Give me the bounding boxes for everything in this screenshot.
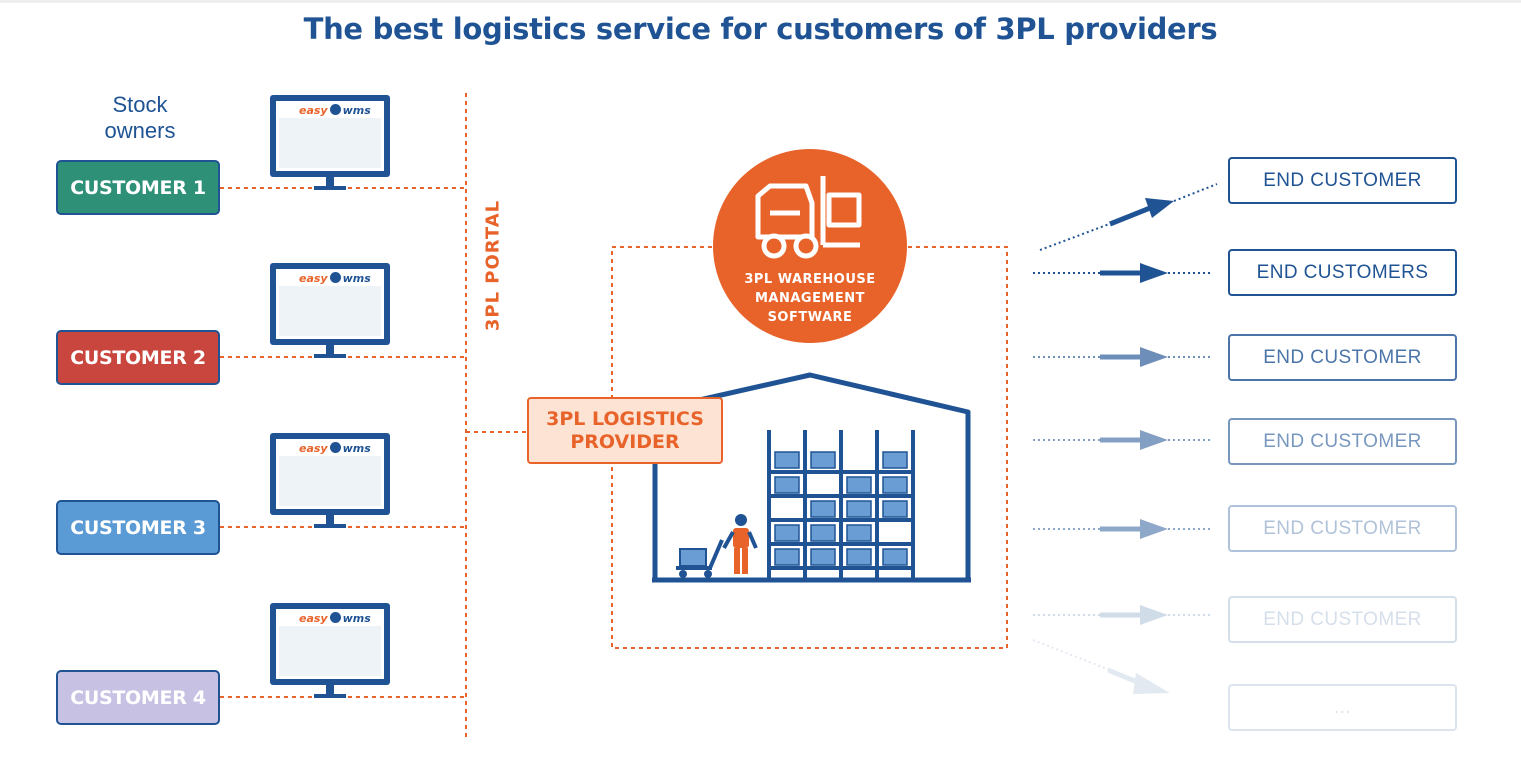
portal-label: 3PL PORTAL <box>482 199 504 332</box>
worker-icon <box>722 514 758 574</box>
arrow-right-icon <box>1133 673 1170 694</box>
stock-owners-label: Stock owners <box>104 92 176 143</box>
monitor-icon <box>270 433 390 528</box>
end-customer-box: END CUSTOMER <box>1228 596 1457 643</box>
hand-truck-icon <box>676 539 724 578</box>
end-customer-box: ... <box>1228 684 1457 731</box>
end-customer-box: END CUSTOMER <box>1228 418 1457 465</box>
customer-2-box: CUSTOMER 2 <box>56 330 220 385</box>
end-customer-box: END CUSTOMER <box>1228 157 1457 204</box>
arrow-right-icon <box>1140 519 1168 539</box>
end-customer-arrows <box>1032 183 1218 694</box>
page-title: The best logistics service for customers… <box>303 12 1218 46</box>
end-customer-box: END CUSTOMER <box>1228 505 1457 552</box>
monitor-icon <box>270 263 390 358</box>
wms-label: 3PL WAREHOUSE MANAGEMENT SOFTWARE <box>744 272 876 325</box>
arrow-right-icon <box>1140 263 1168 283</box>
end-customer-box: END CUSTOMERS <box>1228 249 1457 296</box>
arrow-right-icon <box>1140 347 1168 367</box>
monitor-icon <box>270 95 390 190</box>
logistics-provider-box: 3PL LOGISTICS PROVIDER <box>527 397 723 464</box>
customer-1-box: CUSTOMER 1 <box>56 160 220 215</box>
end-customer-box: END CUSTOMER <box>1228 334 1457 381</box>
warehouse-icon <box>652 372 971 583</box>
arrow-right-icon <box>1140 430 1168 450</box>
customer-4-box: CUSTOMER 4 <box>56 670 220 725</box>
shelf-boxes <box>774 451 908 566</box>
shelving-icon <box>767 430 915 578</box>
arrow-right-icon <box>1145 198 1174 218</box>
warehouse-frame <box>611 246 1008 649</box>
arrow-right-icon <box>1140 605 1168 625</box>
customer-3-box: CUSTOMER 3 <box>56 500 220 555</box>
forklift-icon <box>755 176 862 259</box>
